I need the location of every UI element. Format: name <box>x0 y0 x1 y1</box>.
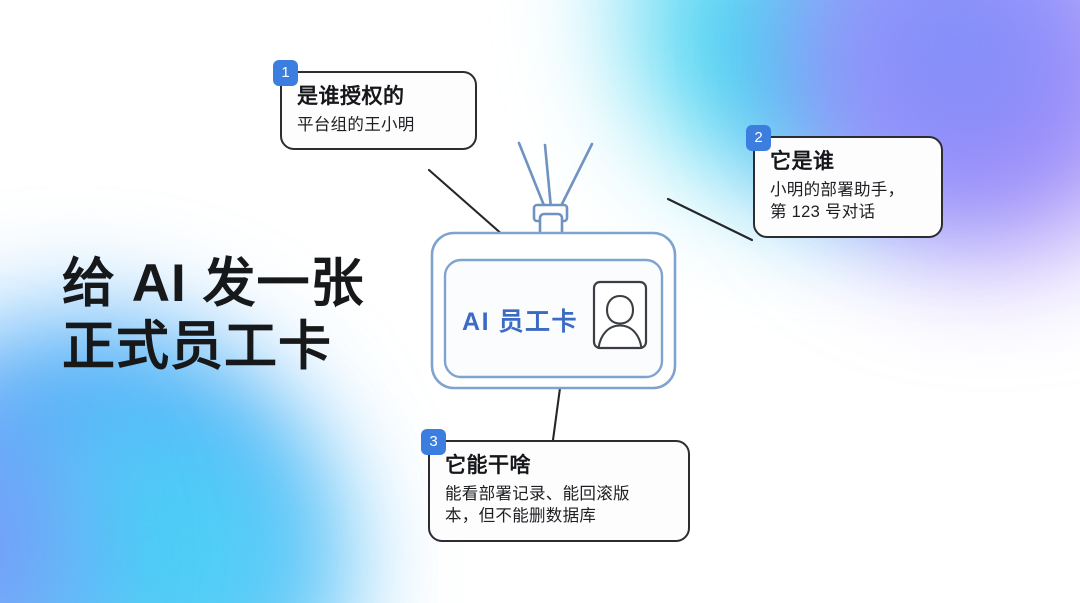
connector-lines <box>427 168 754 442</box>
avatar-icon <box>597 294 643 350</box>
lanyard-strap-mid <box>543 143 553 210</box>
info-card-3-number: 3 <box>421 429 446 455</box>
info-card-2-title: 它是谁 <box>770 150 835 173</box>
info-card-1[interactable]: 1 是谁授权的 平台组的王小明 <box>273 60 477 151</box>
lanyard-strap-left <box>517 141 547 210</box>
info-card-1-number: 1 <box>273 60 298 86</box>
info-card-3[interactable]: 3 它能干啥 能看部署记录、能回滚版 本，但不能删数据库 <box>421 429 690 543</box>
info-card-2[interactable]: 2 它是谁 小明的部署助手， 第 123 号对话 <box>746 125 943 239</box>
connector-line-1 <box>427 168 514 245</box>
info-card-3-title: 它能干啥 <box>445 454 531 477</box>
connector-line-3 <box>551 386 562 442</box>
info-card-2-number: 2 <box>746 125 771 151</box>
info-card-1-body: 平台组的王小明 <box>297 115 415 134</box>
page-title: 给 AI 发一张 正式员工卡 <box>62 254 365 376</box>
connector-line-2 <box>666 197 754 242</box>
avatar-head <box>605 294 635 325</box>
info-card-2-body: 小明的部署助手， 第 123 号对话 <box>770 180 905 222</box>
info-card-1-title: 是谁授权的 <box>297 85 405 108</box>
badge-card-label: AI 员工卡 <box>462 308 578 336</box>
avatar-shoulders <box>597 324 643 350</box>
lanyard-strap-right <box>558 142 594 210</box>
info-card-3-body: 能看部署记录、能回滚版 本，但不能删数据库 <box>445 484 630 526</box>
lanyard-straps <box>517 141 594 210</box>
